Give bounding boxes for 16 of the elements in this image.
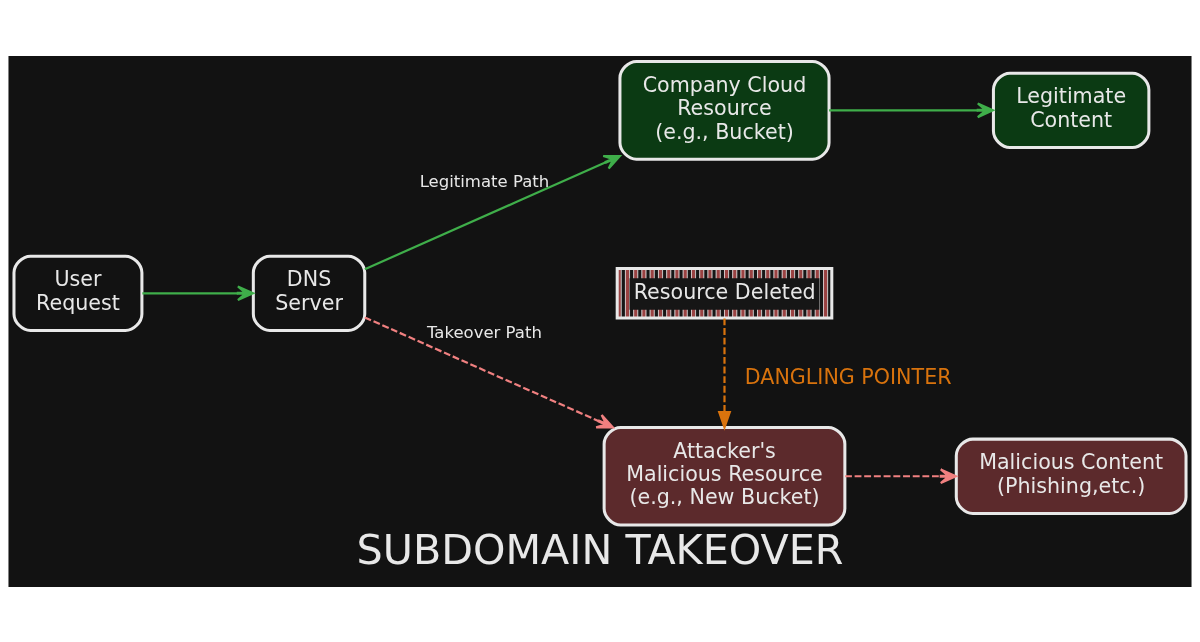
edge-label: DANGLING POINTER: [744, 364, 952, 389]
arrow: [845, 467, 957, 484]
node-box: Company Cloud Resource (e.g., Bucket): [618, 59, 831, 161]
node-box: Attacker's Malicious Resource (e.g., New Bucket): [602, 425, 847, 527]
diagram-title: SUBDOMAIN TAKEOVER: [356, 525, 844, 574]
edge-label: Takeover Path: [427, 322, 542, 342]
arrow: [142, 284, 255, 301]
node-box: Malicious Content (Phishing,etc.): [954, 437, 1188, 515]
node-box: Legitimate Content: [991, 71, 1151, 149]
arrow: [717, 317, 732, 431]
edge-label: Legitimate Path: [419, 171, 550, 191]
node-box: User Request: [12, 254, 144, 332]
arrow: [829, 101, 994, 118]
arrow: [364, 315, 614, 428]
arrow: [364, 154, 621, 270]
node-box: DNS Server: [251, 254, 367, 332]
